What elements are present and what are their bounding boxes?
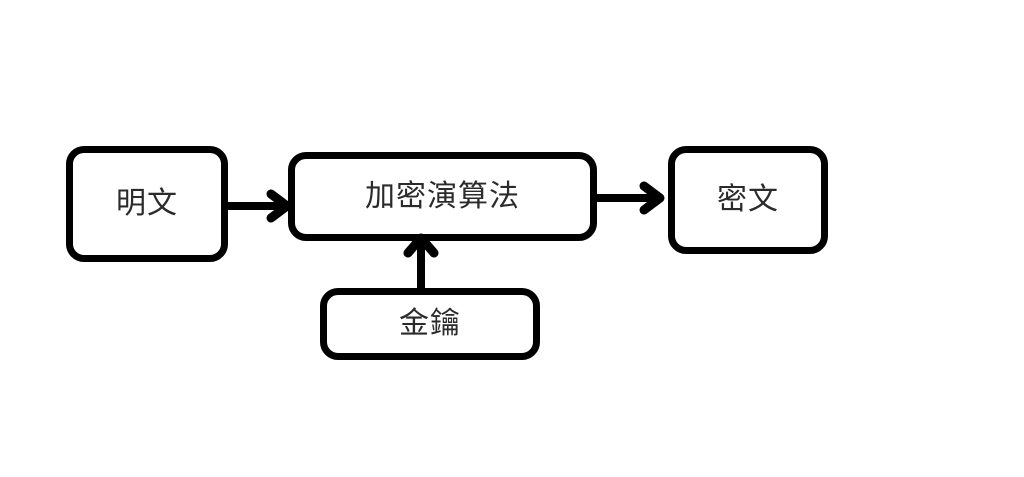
node-ciphertext-label: 密文 — [717, 182, 779, 217]
node-plaintext-label: 明文 — [116, 186, 178, 221]
node-ciphertext[interactable]: 密文 — [668, 146, 828, 254]
node-key-label: 金鑰 — [399, 306, 461, 341]
arrowhead-right-icon — [639, 181, 665, 215]
arrow-key-to-algorithm — [403, 233, 439, 294]
arrowhead-up-icon — [403, 233, 439, 258]
node-encryption-algorithm[interactable]: 加密演算法 — [288, 152, 597, 241]
arrow-plaintext-to-algorithm — [224, 189, 292, 223]
node-key[interactable]: 金鑰 — [320, 288, 540, 360]
node-plaintext[interactable]: 明文 — [66, 146, 228, 262]
node-encryption-algorithm-label: 加密演算法 — [365, 178, 520, 214]
arrowhead-right-icon — [266, 189, 292, 223]
arrow-algorithm-to-ciphertext — [593, 181, 665, 215]
